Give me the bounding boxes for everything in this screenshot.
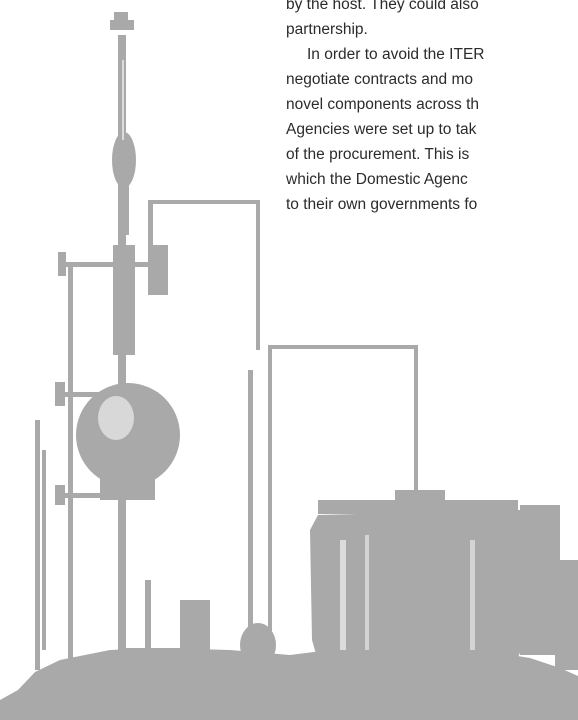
text-line-indented: In order to avoid the ITER — [307, 46, 485, 63]
text-line: Agencies were set up to tak — [286, 121, 477, 138]
text-line: to their own governments fo — [286, 196, 478, 213]
body-text: by the host. They could also partnership… — [286, 0, 578, 217]
text-line: novel components across th — [286, 96, 479, 113]
text-line: negotiate contracts and mo — [286, 71, 473, 88]
text-line: by the host. They could also — [286, 0, 479, 13]
text-line: which the Domestic Agenc — [286, 171, 468, 188]
text-line: of the procurement. This is — [286, 146, 470, 163]
text-line: partnership. — [286, 21, 368, 38]
left-rod — [35, 420, 40, 670]
